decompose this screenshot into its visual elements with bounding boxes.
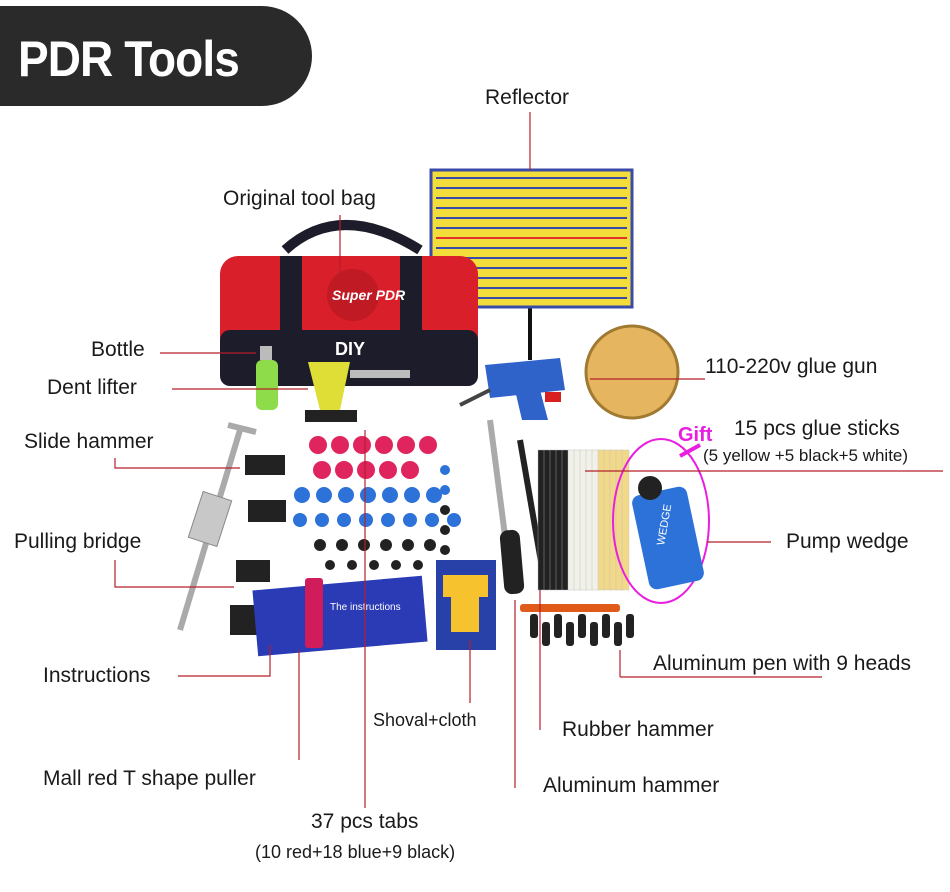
tab-piece (425, 513, 439, 527)
label-glue-gun: 110-220v glue gun (705, 355, 878, 378)
tab-piece (360, 487, 376, 503)
aluminum-pen (520, 604, 634, 646)
tab-piece (316, 487, 332, 503)
tab-piece (337, 513, 351, 527)
label-aluminum-pen: Aluminum pen with 9 heads (653, 652, 911, 675)
label-reflector: Reflector (485, 86, 570, 109)
dent-lifter (305, 362, 410, 422)
pump-wedge (612, 438, 710, 604)
tab-piece (336, 539, 348, 551)
bottle (256, 346, 278, 410)
tab-piece (359, 513, 373, 527)
tab-piece (357, 461, 375, 479)
label-glue-sticks: 15 pcs glue sticks (734, 417, 900, 440)
tab-piece (426, 487, 442, 503)
page-title: PDR Tools (18, 31, 240, 87)
tab-piece (403, 513, 417, 527)
hammers (487, 419, 548, 595)
tab-piece (391, 560, 401, 570)
pulling-bridge (230, 455, 286, 635)
tab-piece (294, 487, 310, 503)
label-pump-wedge: Pump wedge (786, 530, 909, 553)
glue-stick (621, 449, 630, 591)
label-glue-sticks-detail: (5 yellow +5 black+5 white) (703, 446, 909, 465)
pen-head (602, 614, 610, 638)
tab-piece (419, 436, 437, 454)
pen-head (542, 622, 550, 646)
glue-gun (459, 358, 565, 420)
tab-piece (440, 465, 450, 475)
tab-piece (335, 461, 353, 479)
leader-lines (114, 112, 943, 808)
slide-hammer (177, 422, 257, 631)
glue-sticks (537, 449, 630, 591)
label-tool-bag: Original tool bag (223, 187, 376, 210)
label-bottle: Bottle (91, 338, 145, 361)
tab-piece (353, 436, 371, 454)
pen-head (566, 622, 574, 646)
red-t-puller (305, 578, 323, 648)
tab-piece (379, 461, 397, 479)
label-pulling-bridge: Pulling bridge (14, 530, 142, 553)
tab-piece (325, 560, 335, 570)
label-mall-puller: Mall red T shape puller (43, 767, 256, 790)
gift-badge: Gift (678, 424, 713, 446)
tab-piece (413, 560, 423, 570)
pen-head (614, 622, 622, 646)
shovel-and-cloth (436, 560, 496, 650)
magnifier (584, 324, 680, 420)
tab-piece (331, 436, 349, 454)
glue-tabs (293, 436, 461, 575)
label-shovel: Shoval+cloth (373, 710, 477, 730)
tab-piece (313, 461, 331, 479)
pen-head (530, 614, 538, 638)
bag-brand-text: Super PDR (332, 287, 406, 303)
tab-piece (375, 436, 393, 454)
tab-piece (381, 513, 395, 527)
tab-piece (314, 539, 326, 551)
title-banner: PDR Tools (0, 6, 312, 106)
pen-head (590, 622, 598, 646)
tab-piece (401, 461, 419, 479)
pen-head (578, 614, 586, 638)
tab-piece (358, 539, 370, 551)
label-tabs-detail: (10 red+18 blue+9 black) (255, 842, 456, 862)
tool-bag (220, 220, 478, 386)
tab-piece (315, 513, 329, 527)
tab-piece (402, 539, 414, 551)
bag-diy-text: DIY (335, 339, 365, 359)
tab-piece (309, 436, 327, 454)
label-instructions: Instructions (43, 664, 151, 687)
tab-piece (347, 560, 357, 570)
instructions-sheet (252, 575, 428, 657)
tab-piece (424, 539, 436, 551)
tab-piece (338, 487, 354, 503)
reflector-board (429, 168, 634, 360)
tab-piece (440, 545, 450, 555)
tab-piece (380, 539, 392, 551)
tab-piece (440, 485, 450, 495)
label-aluminum-hammer: Aluminum hammer (543, 774, 720, 797)
tab-piece (440, 505, 450, 515)
tab-piece (369, 560, 379, 570)
label-dent-lifter: Dent lifter (47, 376, 137, 399)
pen-head (626, 614, 634, 638)
label-slide-hammer: Slide hammer (24, 430, 154, 453)
tab-piece (397, 436, 415, 454)
label-tabs: 37 pcs tabs (311, 810, 419, 833)
tab-piece (293, 513, 307, 527)
label-rubber-hammer: Rubber hammer (562, 718, 714, 741)
tab-piece (440, 525, 450, 535)
tab-piece (382, 487, 398, 503)
tab-piece (447, 513, 461, 527)
pen-head (554, 614, 562, 638)
tab-piece (404, 487, 420, 503)
